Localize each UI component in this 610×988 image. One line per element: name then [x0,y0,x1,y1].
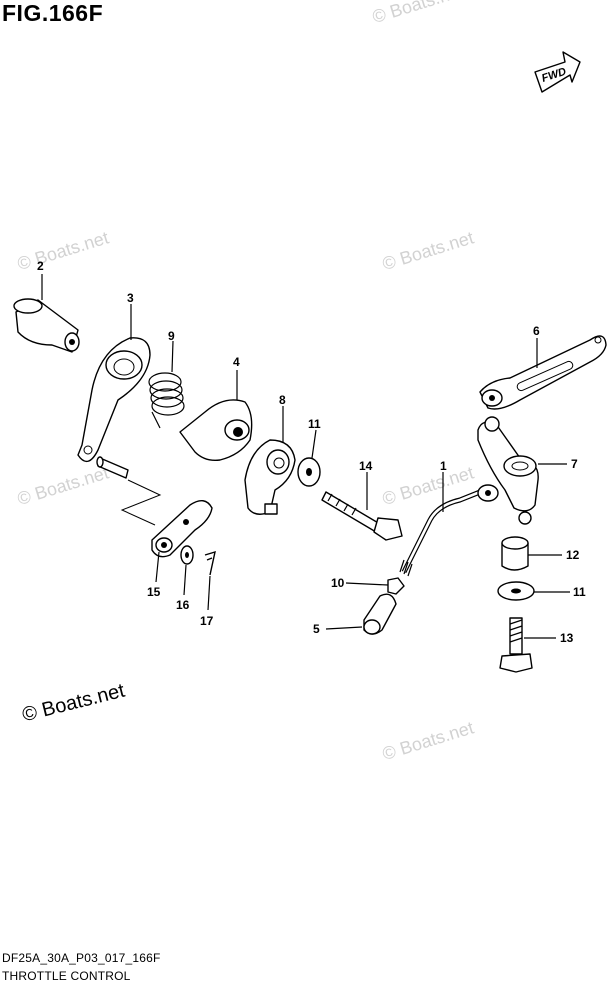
part-12-collar [501,536,529,571]
callout-11: 11 [308,417,321,431]
part-4-cam [179,399,253,462]
part-5-joint [363,593,397,635]
callout-12: 12 [566,548,580,562]
callout-17: 17 [200,614,214,628]
drawing-code: DF25A_30A_P03_017_166F [2,951,161,965]
part-10-nut [387,577,405,595]
part-6-arm [479,335,607,410]
part-13-bolt [499,617,533,673]
part-2-bushing [13,298,80,353]
part-16-washer [180,545,194,565]
drawing-name: THROTTLE CONTROL [2,969,131,983]
part-14-bolt [321,491,403,541]
callout-1: 1 [440,459,447,473]
pin [96,456,129,479]
callout-15: 15 [147,585,161,599]
callout-10: 10 [331,576,345,590]
callout-6: 6 [533,324,540,338]
part-8-linkage [244,439,296,515]
callout-16: 16 [176,598,190,612]
callout-5: 5 [313,622,320,636]
callout-9: 9 [168,329,175,343]
callout-11: 11 [573,585,586,599]
callout-8: 8 [279,393,286,407]
part-9-spring [148,372,185,429]
part-11-washer [297,457,321,487]
part-7-lever [477,416,539,525]
part-15-lever [151,500,213,558]
part-17-clip [204,550,216,576]
part-11-washer [497,581,535,601]
callout-13: 13 [560,631,574,645]
leader-lines [41,274,570,639]
part-3-throttle-lever [77,337,151,463]
fwd-arrow-icon: FWD [534,51,581,93]
callout-14: 14 [359,459,373,473]
figure-title: FIG.166F [2,0,104,26]
part-1-rod [399,484,499,577]
callout-3: 3 [127,291,134,305]
callout-4: 4 [233,355,240,369]
callout-2: 2 [37,259,44,273]
callout-7: 7 [571,457,578,471]
